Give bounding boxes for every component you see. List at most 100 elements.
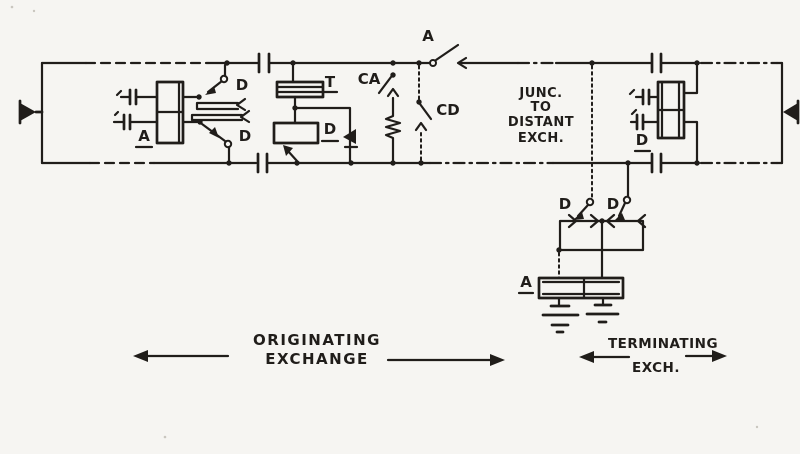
junction-dot bbox=[416, 60, 422, 66]
speck bbox=[32, 9, 36, 13]
relay-a-label: A bbox=[138, 127, 150, 145]
a-contact-junction: A bbox=[422, 27, 468, 70]
contact-pivot bbox=[429, 59, 437, 67]
ca-label: CA bbox=[358, 70, 381, 88]
contact-pivot bbox=[585, 197, 595, 207]
subscriber-left bbox=[18, 61, 44, 165]
junction-dot bbox=[390, 160, 396, 166]
speck bbox=[163, 435, 167, 439]
top-line bbox=[40, 52, 784, 74]
telephone-left-icon bbox=[18, 99, 44, 125]
junction-dot bbox=[390, 60, 396, 66]
relay-d-box bbox=[272, 121, 320, 145]
cd-blade bbox=[418, 102, 433, 121]
blade-arrowhead-icon bbox=[614, 213, 625, 221]
paper-specks bbox=[10, 5, 759, 439]
junction-dot bbox=[226, 160, 232, 166]
speck bbox=[10, 5, 14, 9]
relay-a-originating: A bbox=[112, 80, 185, 149]
relay-coil-divider bbox=[541, 276, 621, 300]
contact-pivot bbox=[622, 195, 632, 205]
junction-dot bbox=[625, 160, 631, 166]
junction-note-line1: JUNC. bbox=[518, 86, 562, 101]
series-capacitor-icon bbox=[257, 52, 663, 74]
arrowhead-right-icon bbox=[712, 350, 727, 362]
rectifier-icon bbox=[343, 129, 356, 144]
contact-wire bbox=[181, 95, 199, 124]
resistor-icon bbox=[384, 96, 402, 163]
arrowhead-left-icon bbox=[579, 351, 594, 363]
contact-arrow-icon bbox=[456, 56, 468, 70]
battery-earth-icon bbox=[541, 304, 580, 334]
originating-label-line1: ORIGINATING bbox=[253, 331, 381, 349]
speck bbox=[755, 425, 759, 429]
d-contact-top-label: D bbox=[236, 76, 248, 94]
blade-arrowhead-icon bbox=[573, 212, 584, 220]
contact-arrow-icon bbox=[414, 121, 428, 132]
relay-d-terminating: D bbox=[628, 64, 699, 163]
capacitor-leads bbox=[629, 95, 660, 124]
junction-note-line2: TO bbox=[531, 100, 552, 115]
contact-arrow-icon bbox=[567, 213, 647, 229]
contact-arrow-icon bbox=[386, 87, 400, 98]
d-contact-bottom-label: D bbox=[239, 127, 251, 145]
a-contact-label: A bbox=[422, 27, 434, 45]
relay-stub-wires bbox=[682, 64, 699, 163]
terminating-annotation: TERMINATING EXCH. bbox=[579, 336, 727, 376]
capacitor-icon bbox=[122, 88, 138, 131]
term-relay-a-label: A bbox=[520, 273, 532, 291]
blade-arrowhead-icon bbox=[209, 127, 219, 138]
junction-dot bbox=[196, 94, 202, 100]
transformer-box bbox=[275, 80, 325, 99]
subscriber-right bbox=[780, 61, 800, 165]
junction-dot bbox=[418, 160, 424, 166]
junction-note-line4: EXCH. bbox=[518, 131, 564, 146]
terminating-label-line2: EXCH. bbox=[632, 360, 680, 376]
cd-label: CD bbox=[436, 101, 459, 119]
junction-note-line3: DISTANT bbox=[508, 115, 574, 130]
contact-pivot bbox=[223, 139, 233, 149]
relay-d-label: D bbox=[324, 120, 336, 138]
bottom-line bbox=[40, 152, 784, 174]
junction-dot bbox=[294, 160, 300, 166]
fork-arrow-icon bbox=[235, 97, 251, 124]
blade-arrowhead-icon bbox=[205, 86, 216, 95]
junction-dot bbox=[694, 160, 700, 166]
battery-earth-icon bbox=[585, 303, 620, 324]
transmission-bridge: T D bbox=[272, 64, 359, 163]
term-d-left-label: D bbox=[559, 195, 571, 213]
battery-lead bbox=[286, 149, 299, 163]
telephone-right-icon bbox=[783, 103, 798, 121]
originating-label-line2: EXCHANGE bbox=[265, 350, 369, 368]
junction-dot bbox=[292, 105, 298, 111]
junction-dot bbox=[290, 60, 296, 66]
cd-branch: CD bbox=[414, 65, 460, 161]
contact-blade bbox=[617, 201, 627, 218]
ca-branch: CA bbox=[358, 70, 402, 163]
junction-dot bbox=[589, 60, 595, 66]
junction-dot bbox=[556, 247, 562, 253]
relay-coil-divider bbox=[155, 80, 185, 145]
lead-tick bbox=[113, 89, 123, 117]
capacitor-leads bbox=[112, 95, 159, 124]
arrowhead-left-icon bbox=[133, 350, 148, 362]
originating-annotation: ORIGINATING EXCHANGE bbox=[133, 331, 505, 368]
terminating-selector: D D A bbox=[517, 65, 647, 334]
term-d-right-label: D bbox=[607, 195, 619, 213]
terminating-label-line1: TERMINATING bbox=[608, 336, 718, 352]
transformer-windings bbox=[275, 85, 325, 94]
junction-dot bbox=[694, 60, 700, 66]
capacitor-icon bbox=[635, 88, 651, 131]
transformer-label: T bbox=[325, 73, 336, 91]
telephone-left-icon bbox=[20, 103, 36, 121]
relay-coil-divider bbox=[656, 80, 686, 140]
d-contacts-originating: D D bbox=[181, 63, 251, 163]
contact-pivot bbox=[219, 74, 229, 84]
battery-arrow-icon bbox=[283, 145, 293, 156]
ca-blade bbox=[377, 75, 393, 95]
term-relay-label: D bbox=[636, 131, 648, 149]
arrowhead-right-icon bbox=[490, 354, 505, 366]
lead-tick bbox=[628, 88, 638, 116]
